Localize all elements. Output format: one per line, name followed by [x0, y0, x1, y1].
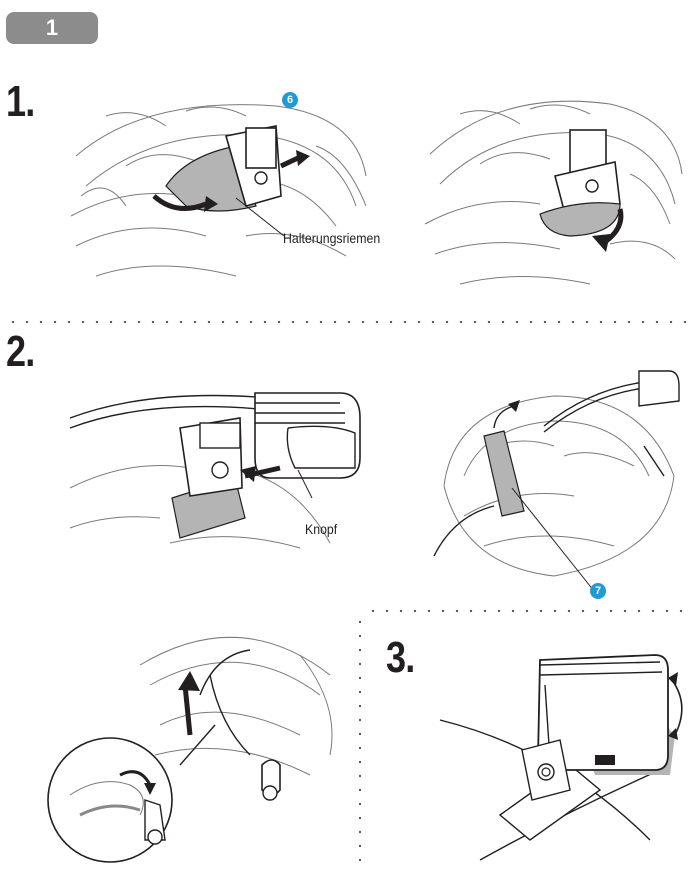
- callout-7: 7: [590, 583, 606, 599]
- step-2-number: 2.: [6, 330, 34, 374]
- section-tab: 1: [6, 12, 98, 44]
- step-1-strap-illustration: [66, 86, 376, 296]
- separator-step-3-left: [359, 615, 361, 870]
- step-1-number: 1.: [6, 80, 34, 124]
- step-1-strap-fold-illustration: [420, 84, 690, 296]
- step-3-number: 3.: [386, 636, 414, 680]
- callout-6: 6: [282, 92, 298, 108]
- step-2-strap-secure-illustration: [424, 366, 684, 590]
- step-2-cable-routing-illustration: [40, 615, 350, 865]
- knob-label: Knopf: [305, 521, 337, 537]
- step-3-angle-adjust-illustration: [440, 640, 690, 865]
- strap-label: Halterungsriemen: [283, 230, 380, 246]
- separator-step-3-top: [366, 610, 688, 612]
- separator-step-1-2: [6, 321, 690, 323]
